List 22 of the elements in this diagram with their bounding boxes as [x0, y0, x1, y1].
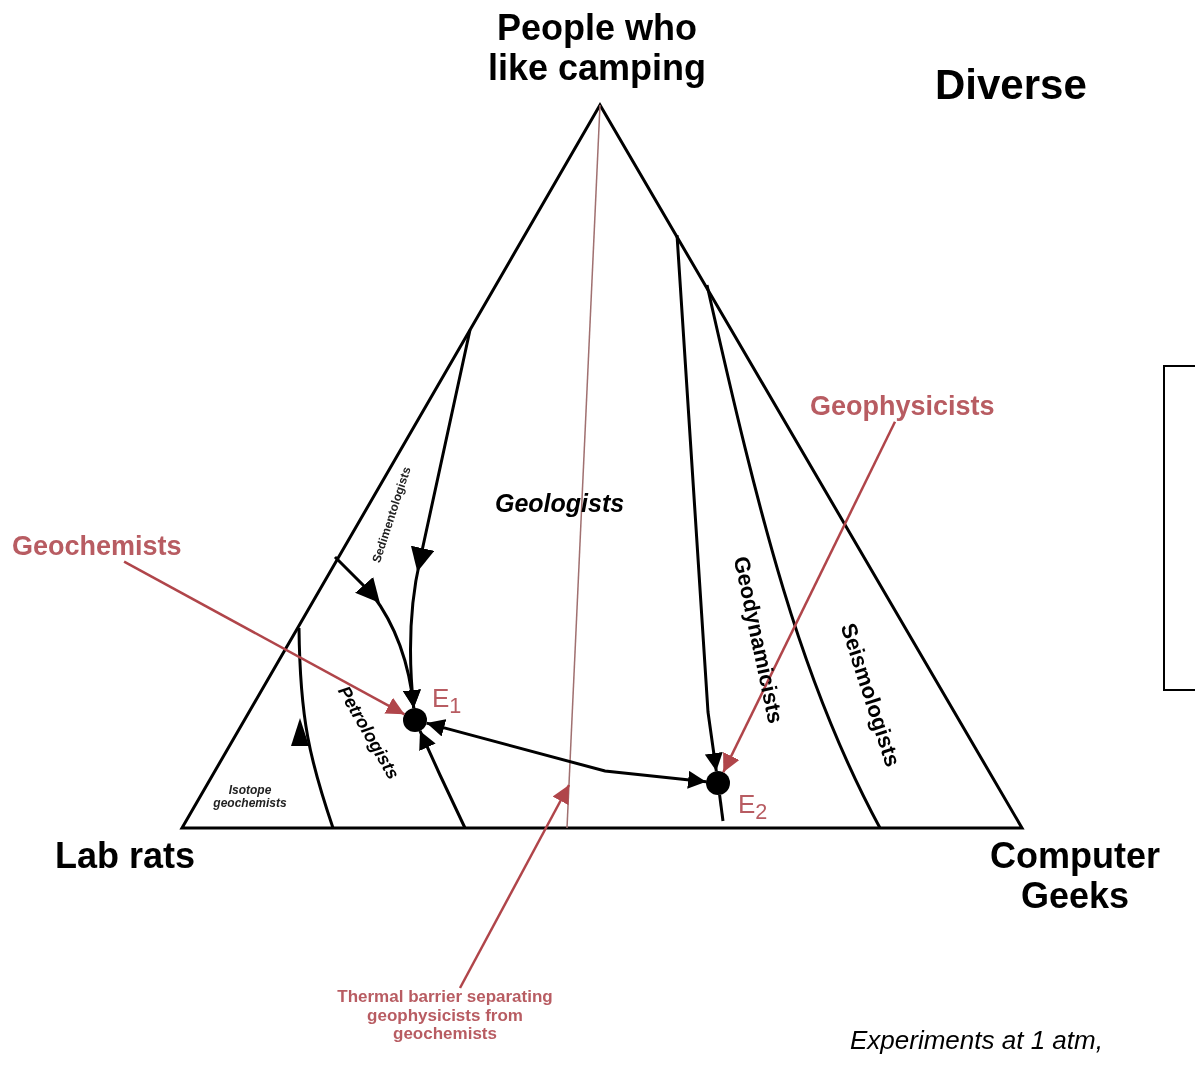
note-text: Experiments at 1 atm, — [850, 1026, 1103, 1055]
leader-arrow — [722, 421, 897, 773]
vertex-label: Computer Geeks — [989, 836, 1161, 916]
eutectic-point — [706, 771, 730, 795]
leader-arrow — [458, 784, 571, 989]
point-label: E$_{2}$ — [738, 790, 768, 824]
heading: Diverse — [935, 62, 1087, 109]
vertex-label: People who like camping — [486, 8, 708, 88]
callout-text: Geophysicists — [810, 392, 995, 422]
cotectic-curve — [675, 234, 723, 772]
vertex-label: Lab rats — [55, 836, 196, 876]
callout-text: Thermal barrier separating geophysicists from geochemists — [320, 988, 570, 1045]
cotectic-curve — [333, 555, 421, 709]
field-label: Geologists — [495, 490, 625, 518]
cotectic-curve — [418, 730, 467, 829]
callout-text: Geochemists — [12, 532, 182, 562]
point-label: E$_{1}$ — [432, 684, 462, 718]
eutectic-point — [403, 708, 427, 732]
cotectic-curve — [426, 719, 707, 789]
leader-arrow — [123, 560, 406, 716]
cotectic-curve — [718, 794, 725, 822]
field-label: Isotope geochemists — [212, 784, 288, 811]
